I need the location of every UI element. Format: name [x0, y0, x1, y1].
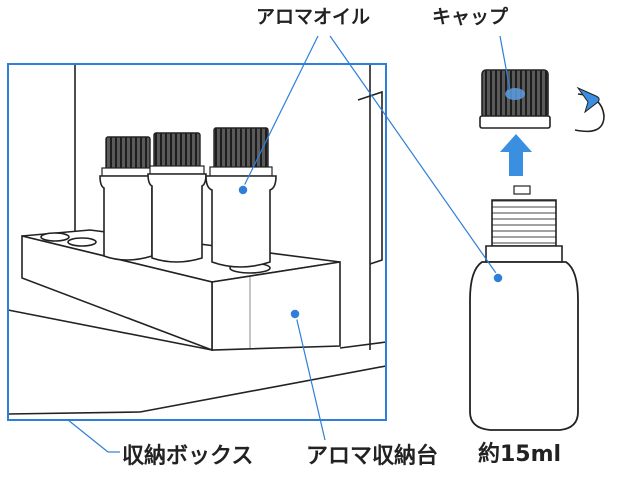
- up-arrow-icon: [500, 134, 532, 176]
- storage-box-frame: [7, 63, 387, 421]
- stand-bottle-2: [147, 132, 207, 263]
- label-aroma-stand: アロマ収納台: [306, 444, 439, 469]
- rotate-arrow-icon: [574, 86, 605, 133]
- label-aroma-oil: アロマオイル: [256, 6, 371, 28]
- leader-lines: [67, 35, 511, 453]
- cap: [479, 69, 551, 129]
- leader-dots: [237, 184, 504, 320]
- label-cap: キャップ: [432, 6, 509, 28]
- storage-box: [7, 64, 387, 415]
- stand-bottle-3: [205, 127, 277, 268]
- label-volume: 約15ml: [478, 442, 562, 467]
- aroma-stand: [21, 229, 341, 352]
- label-storage-box: 収納ボックス: [122, 444, 254, 469]
- large-bottle: [469, 185, 579, 431]
- stand-bottle-1: [99, 136, 157, 261]
